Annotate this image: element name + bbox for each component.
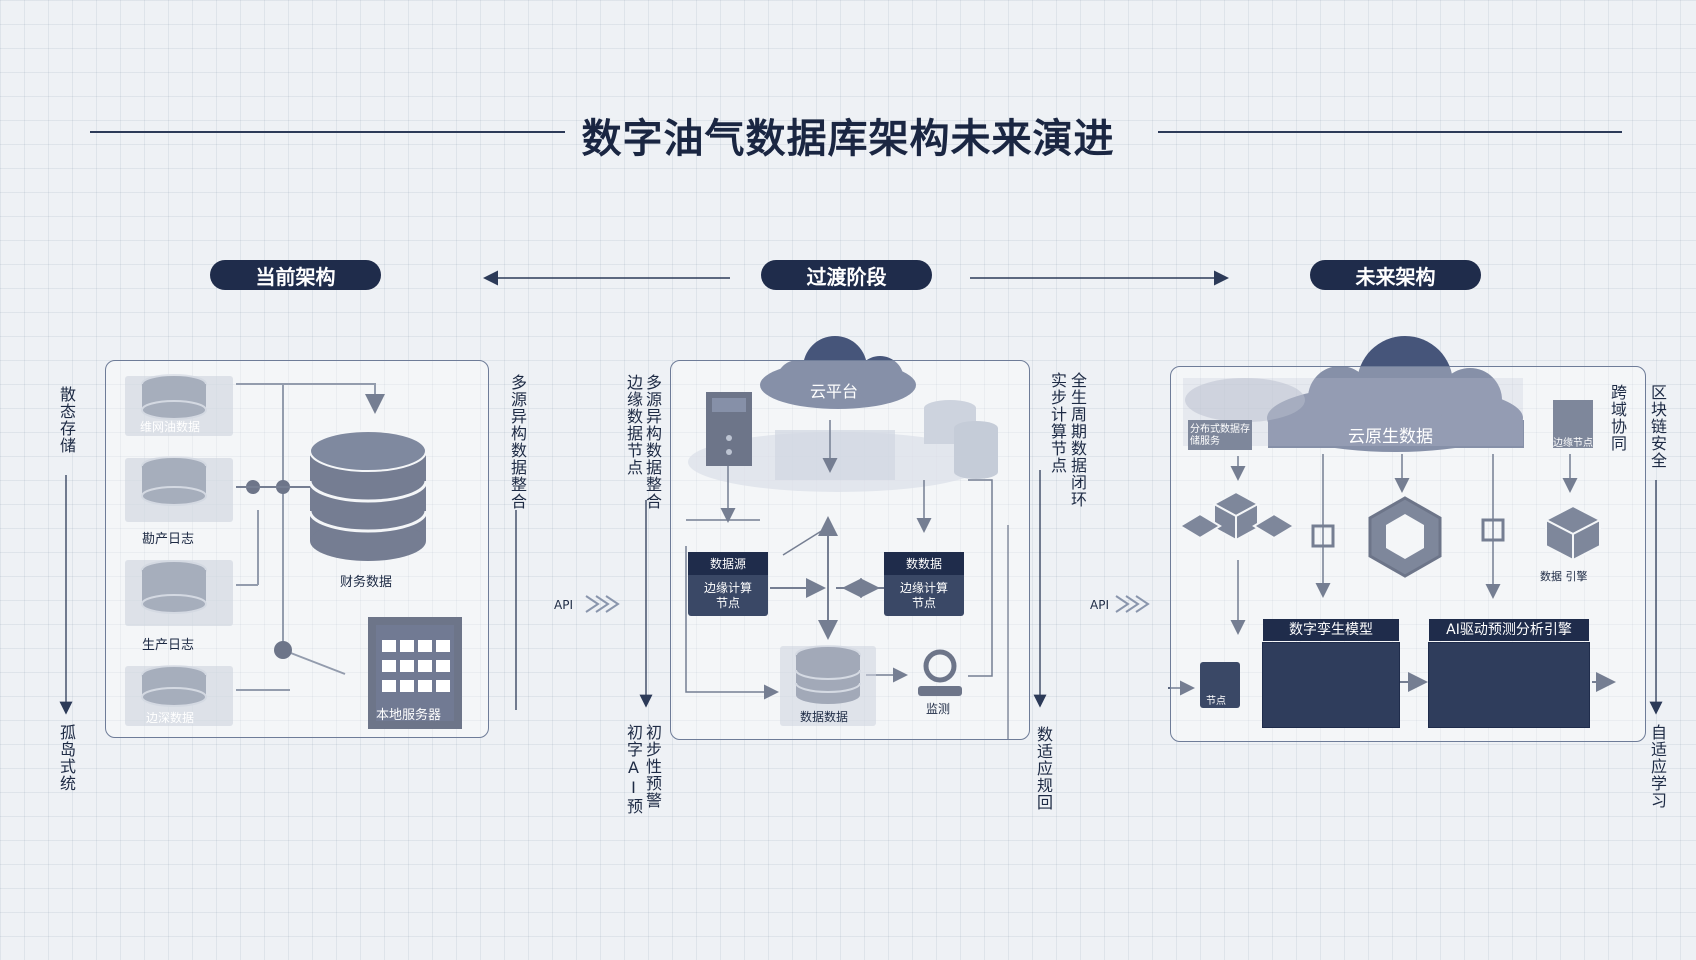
- future-tr-label: 边缘节点: [1553, 438, 1593, 449]
- small-node-tile: [1200, 662, 1240, 708]
- future-cloud-icon: [1267, 336, 1524, 452]
- current-tile3-label: 生产日志: [142, 638, 195, 653]
- current-left-top-label: 散态存储: [57, 386, 76, 454]
- tile-data-2: [125, 458, 233, 522]
- transition-left-col2: 多源异构数据整合: [643, 374, 662, 510]
- title-rule-left: [90, 131, 565, 133]
- future-cloud-label: 云原生数据: [1348, 427, 1433, 447]
- digital-twin-box: 数字孪生模型: [1262, 619, 1400, 728]
- edge-node-left-header: 数据源: [688, 552, 768, 575]
- server-grid: [382, 640, 452, 696]
- transition-cloud-label: 云平台: [810, 382, 859, 401]
- stage-future: 未来架构: [1310, 260, 1481, 290]
- future-right-col1: 跨域协同: [1608, 384, 1627, 452]
- current-left-bottom-label: 孤岛式统: [57, 724, 76, 792]
- current-tile2-label: 勘产日志: [142, 532, 195, 547]
- central-database-icon: [308, 430, 428, 561]
- edge-node-right-body: 边缘计算节点: [899, 581, 948, 610]
- tile-data-3: [125, 560, 233, 626]
- transition-db-label: 数据数据: [800, 710, 849, 724]
- transition-right-col2: 全生周期数据闭环: [1068, 372, 1087, 508]
- title-rule-right: [1158, 131, 1622, 133]
- api-label-left: API: [554, 598, 573, 612]
- transition-db-tile: [780, 646, 876, 726]
- ai-engine-title: AI驱动预测分析引擎: [1429, 619, 1589, 641]
- edge-node-left: 数据源 边缘计算节点: [688, 552, 768, 616]
- edge-node-right-header: 数数据: [884, 552, 964, 575]
- current-tile1-label: 维网油数据: [140, 420, 201, 434]
- tile-data-4: [125, 666, 233, 726]
- current-right-label: 多源异构数据整合: [508, 374, 527, 510]
- ai-engine-box: AI驱动预测分析引擎: [1428, 619, 1590, 728]
- transition-bottom-col1: 初字AI预: [624, 724, 643, 815]
- digital-twin-title: 数字孪生模型: [1263, 619, 1399, 641]
- future-tl-label: 分布式数据存储服务: [1190, 424, 1250, 447]
- transition-cloud-icon: [760, 336, 916, 409]
- monitor-label: 监测: [926, 702, 951, 716]
- stage-transition: 过渡阶段: [761, 260, 932, 290]
- central-database-label: 财务数据: [340, 575, 393, 590]
- tile-data-1: [125, 376, 233, 436]
- edge-node-right: 数数据 边缘计算节点: [884, 552, 964, 616]
- future-cube-label: 数据 引擎: [1540, 570, 1588, 583]
- future-right-bottom: 自适应学习: [1648, 724, 1667, 809]
- future-right-col2: 区块链安全: [1648, 384, 1667, 469]
- edge-node-left-body: 边缘计算节点: [703, 581, 752, 610]
- stage-current: 当前架构: [210, 260, 381, 290]
- transition-bottom-col2: 初步性预警: [643, 724, 662, 809]
- small-node-label: 节点: [1206, 696, 1226, 707]
- transition-left-col1: 边缘数据节点: [624, 374, 643, 476]
- page-title: 数字油气数据库架构未来演进: [581, 116, 1115, 162]
- transition-right-bottom: 数适应规回: [1034, 726, 1053, 811]
- api-label-right: API: [1090, 598, 1109, 612]
- current-tile4-label: 边深数据: [146, 711, 195, 725]
- transition-right-col1: 实步计算节点: [1048, 372, 1067, 474]
- server-label: 本地服务器: [376, 708, 442, 723]
